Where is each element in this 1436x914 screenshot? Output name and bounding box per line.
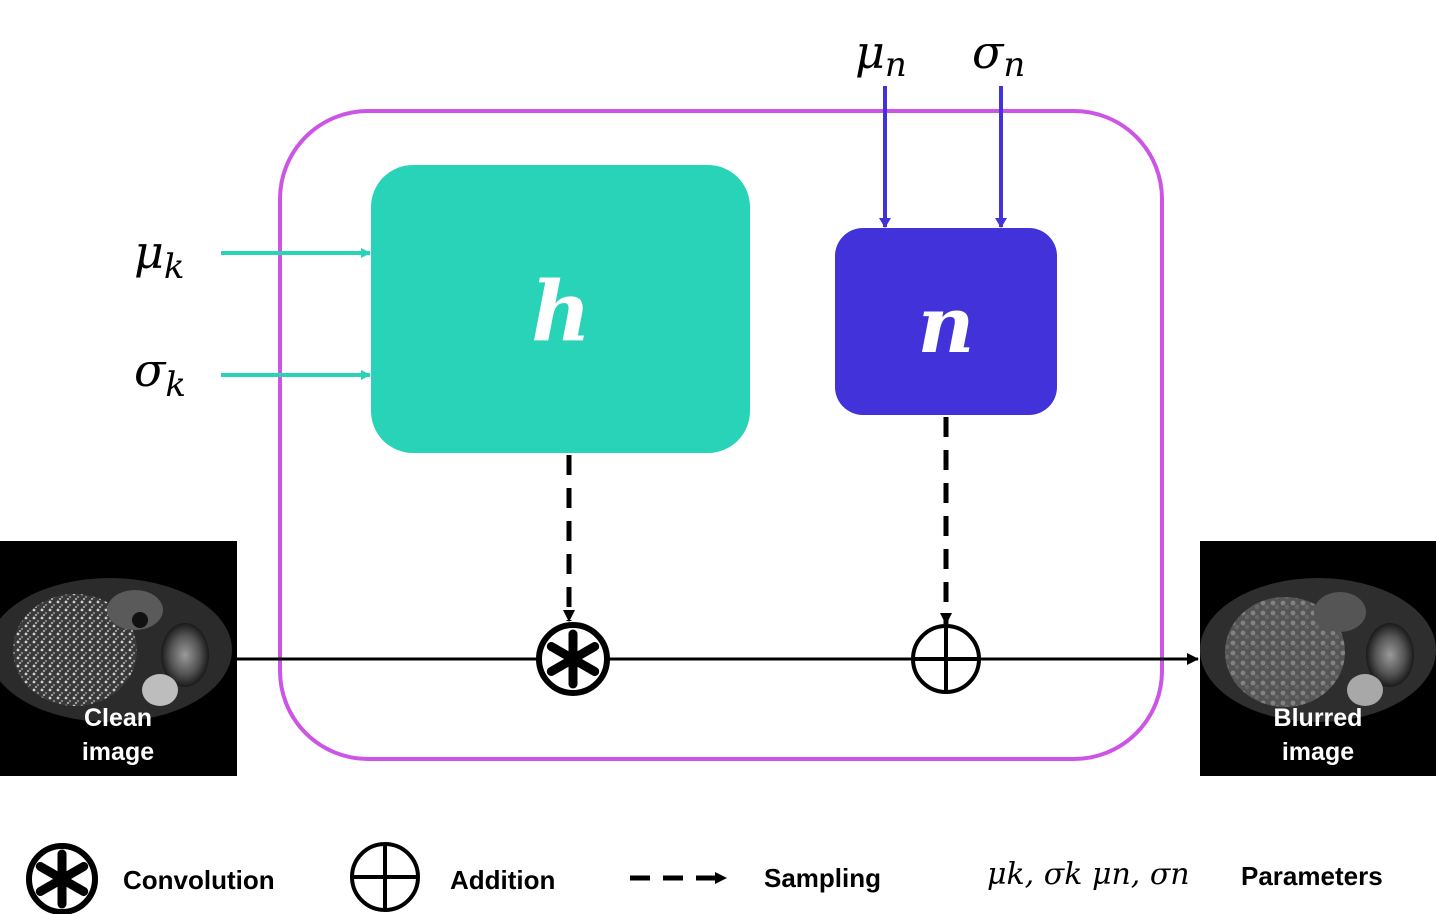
- sigma-n-label: σn: [972, 25, 1025, 85]
- mu-n-subscript: n: [885, 45, 907, 85]
- noise-block: [835, 228, 1057, 415]
- legend-parameters: μk, σk μn, σn Parameters: [987, 857, 1383, 892]
- sigma-k-label: σk: [134, 343, 186, 405]
- sigma-n-symbol: σ: [972, 25, 1005, 79]
- clean-image-label-line2: image: [82, 738, 154, 766]
- asterisk-in-circle-icon: [35, 849, 89, 909]
- legend: Convolution Addition Sampling μk, σk μn,…: [26, 842, 1383, 914]
- plus-in-circle-icon: [913, 626, 979, 692]
- legend-addition: Addition: [350, 842, 555, 912]
- plus-in-circle-icon: [352, 844, 418, 910]
- blurred-image-label-line1: Blurred: [1274, 704, 1363, 732]
- mu-n-symbol: μ: [855, 25, 885, 79]
- legend-sampling-label: Sampling: [764, 863, 881, 893]
- mu-k-label: μk: [134, 225, 185, 287]
- noise-letter: n: [918, 280, 975, 371]
- kernel-block: [371, 165, 750, 453]
- sigma-k-symbol: σ: [134, 343, 167, 397]
- sigma-k-subscript: k: [165, 365, 186, 405]
- sigma-n-subscript: n: [1003, 45, 1025, 85]
- legend-convolution-label: Convolution: [123, 865, 275, 895]
- clean-image: Clean image: [0, 541, 237, 776]
- blurred-image-label-line2: image: [1282, 738, 1354, 766]
- addition-operator: [911, 624, 981, 694]
- mu-n-label: μn: [855, 25, 907, 85]
- legend-convolution: Convolution: [26, 843, 275, 914]
- kernel-letter: h: [531, 264, 591, 360]
- asterisk-in-circle-icon: [546, 629, 600, 689]
- legend-sampling: Sampling: [630, 863, 881, 893]
- legend-parameters-label: Parameters: [1241, 861, 1383, 891]
- legend-parameters-math: μk, σk μn, σn: [987, 857, 1190, 892]
- convolution-operator: [536, 622, 610, 696]
- legend-addition-label: Addition: [450, 865, 555, 895]
- mu-k-symbol: μ: [134, 225, 164, 279]
- mu-k-subscript: k: [164, 247, 185, 287]
- blurred-image: Blurred image: [1200, 541, 1436, 776]
- model-frame: [278, 109, 1164, 761]
- clean-image-label-line1: Clean: [84, 704, 152, 732]
